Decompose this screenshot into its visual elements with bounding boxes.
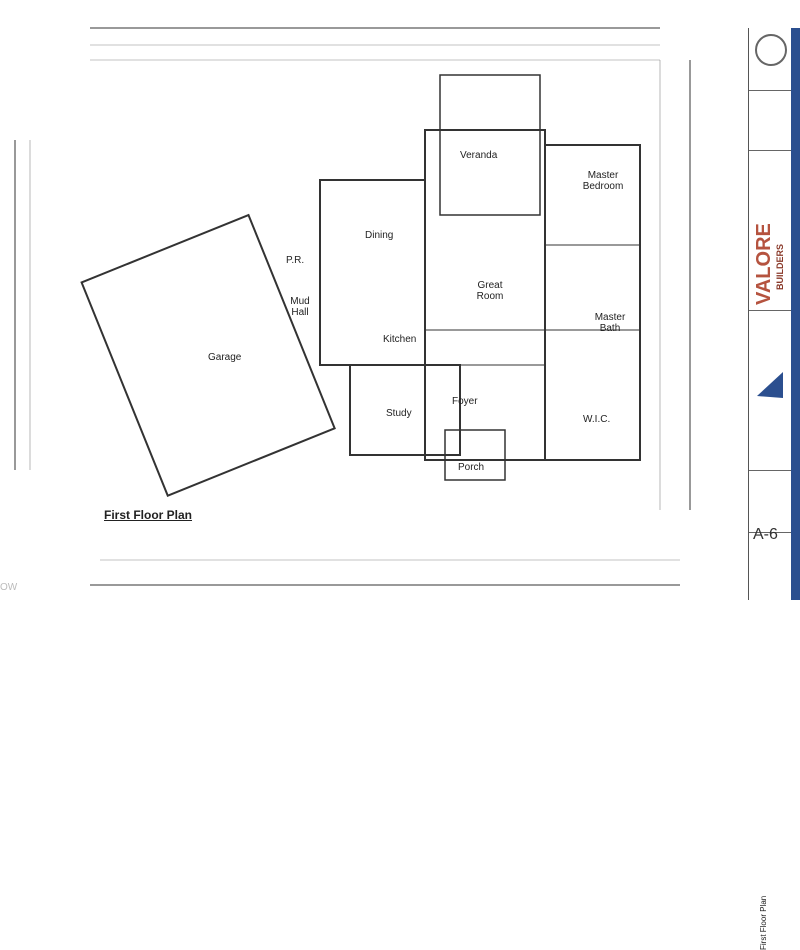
- room-kitchen: Kitchen: [383, 334, 417, 345]
- room-walk-in-closet: W.I.C.: [583, 414, 611, 425]
- room-study: Study: [386, 408, 412, 419]
- room-garage: Garage: [208, 352, 242, 363]
- floor-plan-drawing: Veranda Master Bedroom Dining P.R. Great…: [14, 27, 691, 586]
- room-powder: P.R.: [286, 255, 305, 266]
- room-dining: Dining: [365, 230, 394, 241]
- room-great-room: Great Room: [476, 280, 504, 302]
- brand-logo: VALORE: [753, 223, 775, 305]
- brand-sub: BUILDERS: [775, 243, 785, 290]
- seal-cell: [749, 28, 791, 91]
- revisions-cell: [749, 90, 791, 151]
- floor-plan-lines: [14, 27, 691, 586]
- sheet-number: A-6: [753, 526, 778, 543]
- room-master-bedroom: Master Bedroom: [582, 170, 624, 192]
- title-block-strip: [791, 28, 800, 600]
- room-foyer: Foyer: [452, 396, 478, 407]
- sheet-title: First Floor Plan: [759, 895, 768, 950]
- designer-cell: [749, 310, 791, 471]
- room-master-bath: Master Bath: [594, 312, 626, 334]
- room-porch: Porch: [458, 462, 485, 473]
- sheet-title-cell: First Floor Plan: [749, 470, 791, 950]
- title-block: VALORE BUILDERS First Floor Plan A-6: [748, 28, 800, 950]
- seal-icon: [755, 34, 787, 66]
- room-mud-hall: Mud Hall: [290, 296, 310, 318]
- plan-title: First Floor Plan: [104, 508, 193, 522]
- watermark-text: OW: [0, 582, 18, 593]
- designer-logo-icon: [757, 372, 783, 398]
- brand-cell: VALORE BUILDERS: [749, 150, 791, 311]
- room-veranda: Veranda: [460, 150, 498, 161]
